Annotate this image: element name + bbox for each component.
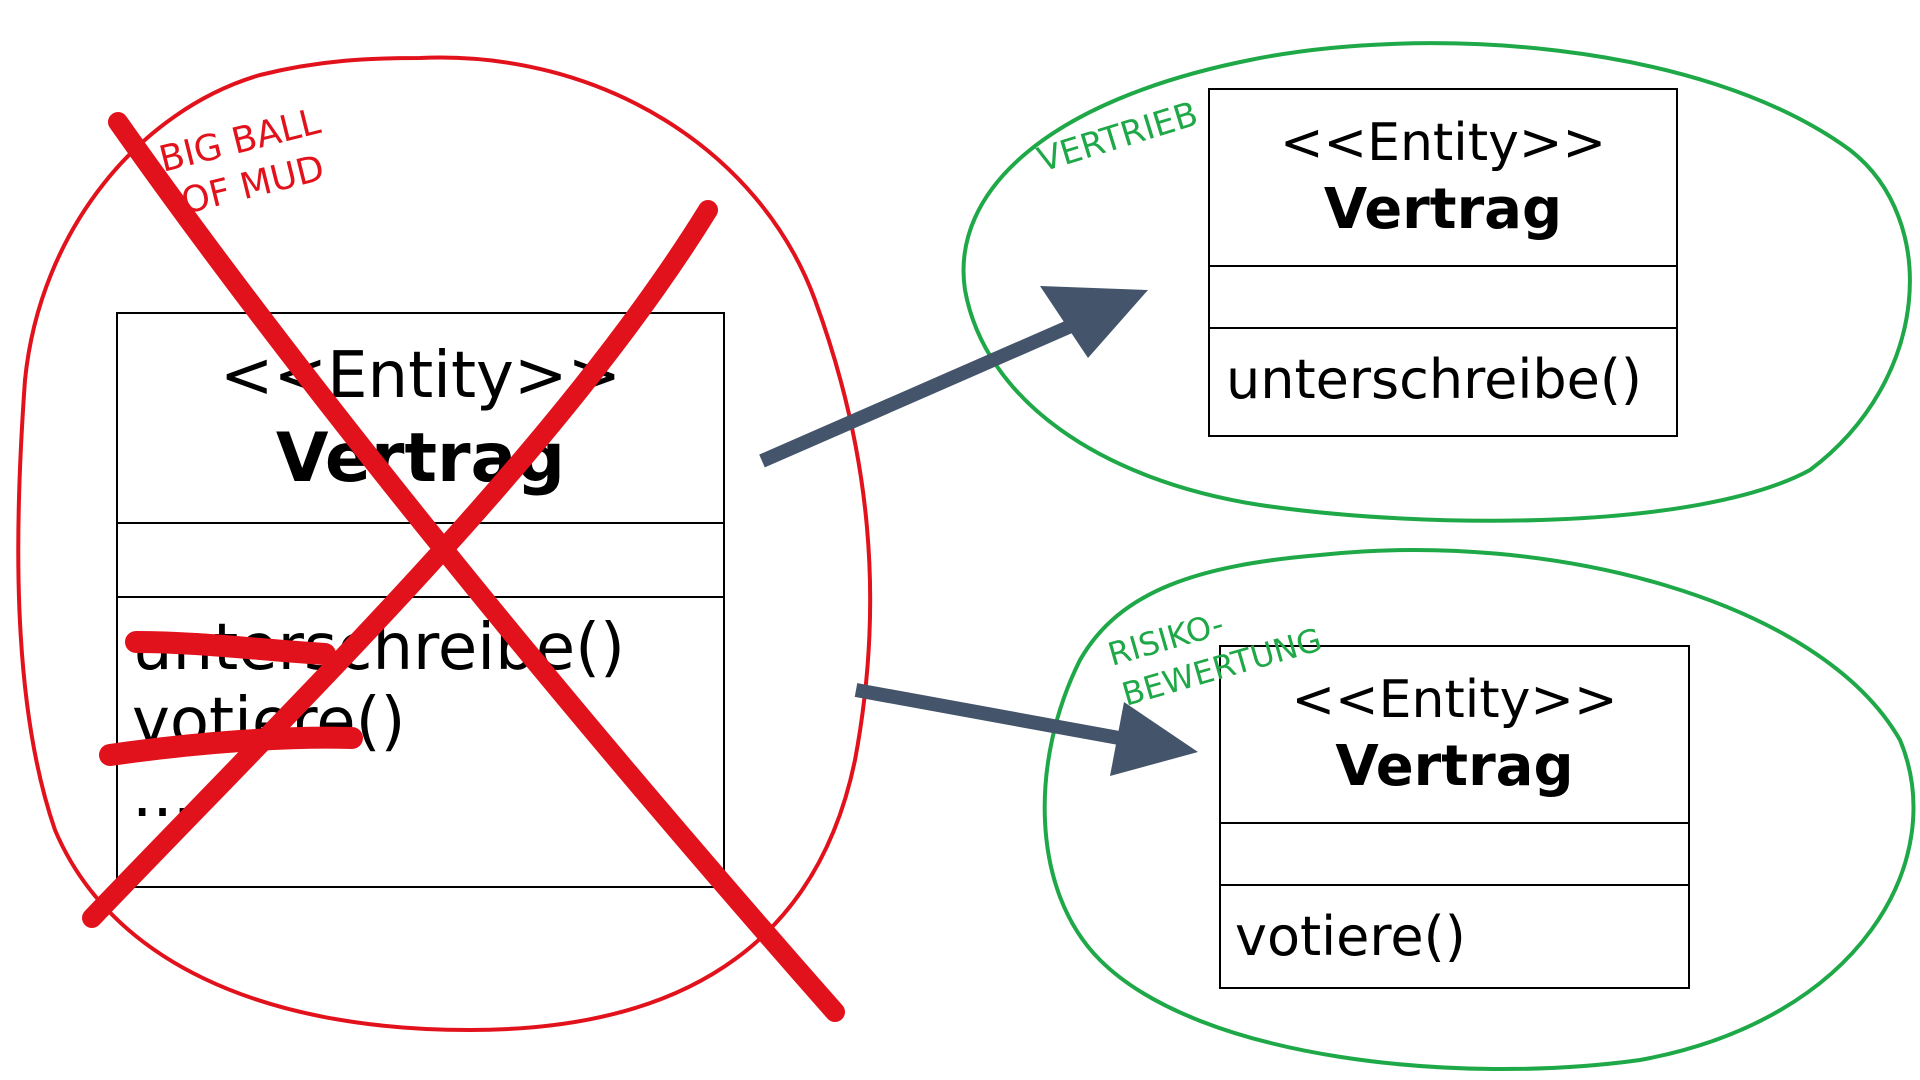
class-operations: unterschreibe(): [1210, 329, 1676, 435]
arrow-to-risiko: [854, 683, 1198, 776]
mud-label-line2: OF MUD: [177, 148, 328, 223]
class-name: Vertrag: [275, 418, 566, 498]
vertrieb-label: VERTRIEB: [1033, 94, 1203, 181]
vertrieb-context-label: VERTRIEB: [1033, 94, 1203, 181]
class-attributes: [1210, 267, 1676, 329]
class-attributes: [118, 524, 723, 598]
risiko-entity-class: <<Entity>> Vertrag votiere(): [1219, 645, 1690, 989]
operation-ellipsis: ...: [132, 758, 194, 833]
class-header: <<Entity>> Vertrag: [1210, 90, 1676, 267]
vertrieb-entity-class: <<Entity>> Vertrag unterschreibe(): [1208, 88, 1678, 437]
operation-unterschreibe: unterschreibe(): [132, 611, 625, 685]
arrow-to-vertrieb: [759, 286, 1148, 468]
class-header: <<Entity>> Vertrag: [118, 314, 723, 524]
mud-context-label: BIG BALL OF MUD: [155, 101, 328, 222]
class-operations: unterschreibe() votiere() ...: [118, 598, 723, 886]
risiko-label-line1: RISIKO-: [1104, 605, 1228, 674]
operation-unterschreibe: unterschreibe(): [1226, 348, 1642, 411]
class-stereotype: <<Entity>>: [1291, 670, 1618, 730]
class-name: Vertrag: [1335, 734, 1574, 799]
class-stereotype: <<Entity>>: [219, 338, 622, 413]
class-name: Vertrag: [1323, 177, 1563, 242]
class-operations: votiere(): [1221, 886, 1688, 987]
mud-entity-class: <<Entity>> Vertrag unterschreibe() votie…: [116, 312, 725, 888]
class-header: <<Entity>> Vertrag: [1221, 647, 1688, 824]
mud-label-line1: BIG BALL: [155, 101, 324, 180]
operation-votiere: votiere(): [132, 684, 406, 759]
operation-votiere: votiere(): [1235, 905, 1466, 968]
class-stereotype: <<Entity>>: [1279, 113, 1607, 173]
class-attributes: [1221, 824, 1688, 886]
